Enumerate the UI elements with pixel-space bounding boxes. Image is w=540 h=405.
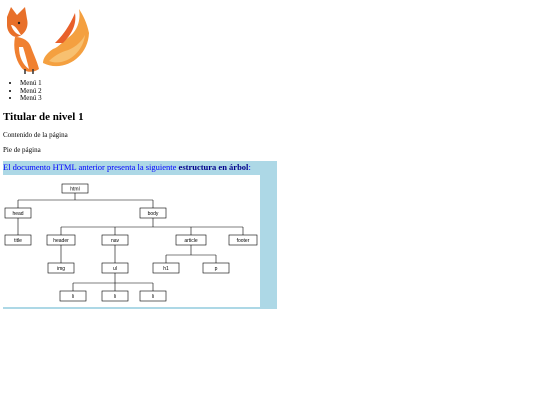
panel-intro: El documento HTML anterior presenta la s… — [3, 162, 251, 172]
menu-item-3: Menú 3 — [20, 94, 42, 103]
panel-colon: : — [248, 162, 251, 172]
tree-node-head: head — [12, 211, 23, 217]
dom-tree-diagram: html head body title header nav article … — [3, 175, 260, 307]
tree-node-header: header — [53, 238, 69, 244]
tree-node-nav: nav — [111, 238, 120, 244]
tree-node-li-1: li — [72, 294, 74, 300]
menu-item-1: Menú 1 — [20, 79, 42, 88]
menu-item-2: Menú 2 — [20, 87, 42, 96]
panel-bold-text: estructura en árbol — [178, 162, 249, 172]
tree-node-article: article — [184, 238, 198, 244]
tree-node-h1: h1 — [163, 266, 169, 272]
footer-paragraph: Pie de página — [3, 146, 41, 154]
tree-panel: El documento HTML anterior presenta la s… — [3, 161, 277, 309]
tree-node-img: img — [57, 266, 65, 272]
tree-node-title: title — [14, 238, 22, 244]
tree-node-li-2: li — [114, 294, 116, 300]
content-paragraph: Contenido de la página — [3, 131, 68, 139]
page-heading: Titular de nivel 1 — [3, 111, 84, 123]
tree-node-footer: footer — [237, 238, 250, 244]
tree-node-html: html — [70, 187, 79, 193]
tree-node-li-3: li — [152, 294, 154, 300]
fox-logo-icon — [3, 3, 89, 75]
tree-node-p: p — [215, 266, 218, 272]
panel-intro-text: El documento HTML anterior presenta la s… — [3, 162, 179, 172]
menu-list: Menú 1 Menú 2 Menú 3 — [3, 79, 42, 103]
tree-node-body: body — [148, 211, 159, 217]
tree-node-ul: ul — [113, 266, 117, 272]
